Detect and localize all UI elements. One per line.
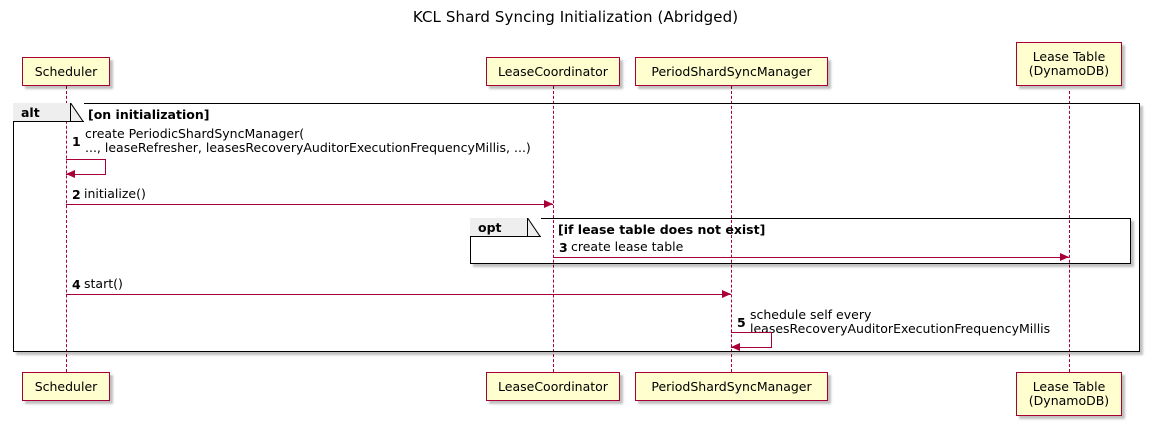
participant-label: Lease Table (DynamoDB) <box>1028 49 1110 78</box>
fragment-alt-operator-tab: alt <box>13 103 71 122</box>
fragment-opt-tab-notch <box>528 218 541 237</box>
fragment-operator-label: opt <box>478 219 502 235</box>
participant-label: Scheduler <box>34 63 98 79</box>
message-4-label: start() <box>84 276 123 291</box>
message-1-arrowhead <box>66 170 75 178</box>
message-2-number: 2 <box>72 187 81 202</box>
message-4-line <box>66 294 731 295</box>
lifeline-scheduler <box>66 86 67 372</box>
message-1-label: create PeriodicShardSyncManager( ..., le… <box>85 126 531 155</box>
participant-lease-coordinator-bottom[interactable]: LeaseCoordinator <box>486 372 620 401</box>
participant-label: Lease Table (DynamoDB) <box>1028 379 1110 408</box>
message-4-number: 4 <box>72 277 81 292</box>
fragment-opt-operator-tab: opt <box>470 218 528 237</box>
lifeline-lease-table <box>1069 91 1070 372</box>
fragment-operator-label: alt <box>21 104 40 120</box>
participant-label: Scheduler <box>34 378 98 394</box>
message-3-arrowhead <box>1060 253 1069 261</box>
participant-lease-coordinator-top[interactable]: LeaseCoordinator <box>486 57 620 86</box>
participant-scheduler-top[interactable]: Scheduler <box>22 57 110 86</box>
message-3-line <box>553 257 1069 258</box>
participant-label: LeaseCoordinator <box>498 63 608 79</box>
message-3-number: 3 <box>559 240 568 255</box>
participant-lease-table-bottom[interactable]: Lease Table (DynamoDB) <box>1016 372 1122 416</box>
message-5-arrowhead <box>731 343 740 351</box>
fragment-alt: alt <box>13 103 1140 352</box>
participant-label: LeaseCoordinator <box>498 378 608 394</box>
participant-label: PeriodShardSyncManager <box>651 63 812 79</box>
participant-label: PeriodShardSyncManager <box>651 378 812 394</box>
lifeline-lease-coordinator <box>553 86 554 372</box>
lifeline-period-shard-sync-manager <box>731 86 732 372</box>
message-2-arrowhead <box>544 200 553 208</box>
message-2-label: initialize() <box>84 186 146 201</box>
participant-period-shard-sync-manager-bottom[interactable]: PeriodShardSyncManager <box>635 372 828 401</box>
diagram-title: KCL Shard Syncing Initialization (Abridg… <box>412 8 739 26</box>
fragment-alt-guard: [on initialization] <box>88 107 210 122</box>
message-1-number: 1 <box>72 134 81 149</box>
fragment-opt-guard: [if lease table does not exist] <box>558 222 766 237</box>
fragment-alt-tab-notch <box>71 103 84 122</box>
fragment-opt: opt <box>470 218 1131 264</box>
message-1-self-loop <box>66 159 106 175</box>
message-5-self-loop <box>731 332 772 348</box>
participant-lease-table-top[interactable]: Lease Table (DynamoDB) <box>1016 42 1122 86</box>
message-2-line <box>66 204 553 205</box>
participant-scheduler-bottom[interactable]: Scheduler <box>22 372 110 401</box>
message-4-arrowhead <box>722 290 731 298</box>
message-3-label: create lease table <box>571 239 684 254</box>
message-5-label: schedule self every leasesRecoveryAudito… <box>750 307 1051 336</box>
message-5-number: 5 <box>737 315 746 330</box>
participant-period-shard-sync-manager-top[interactable]: PeriodShardSyncManager <box>635 57 828 86</box>
